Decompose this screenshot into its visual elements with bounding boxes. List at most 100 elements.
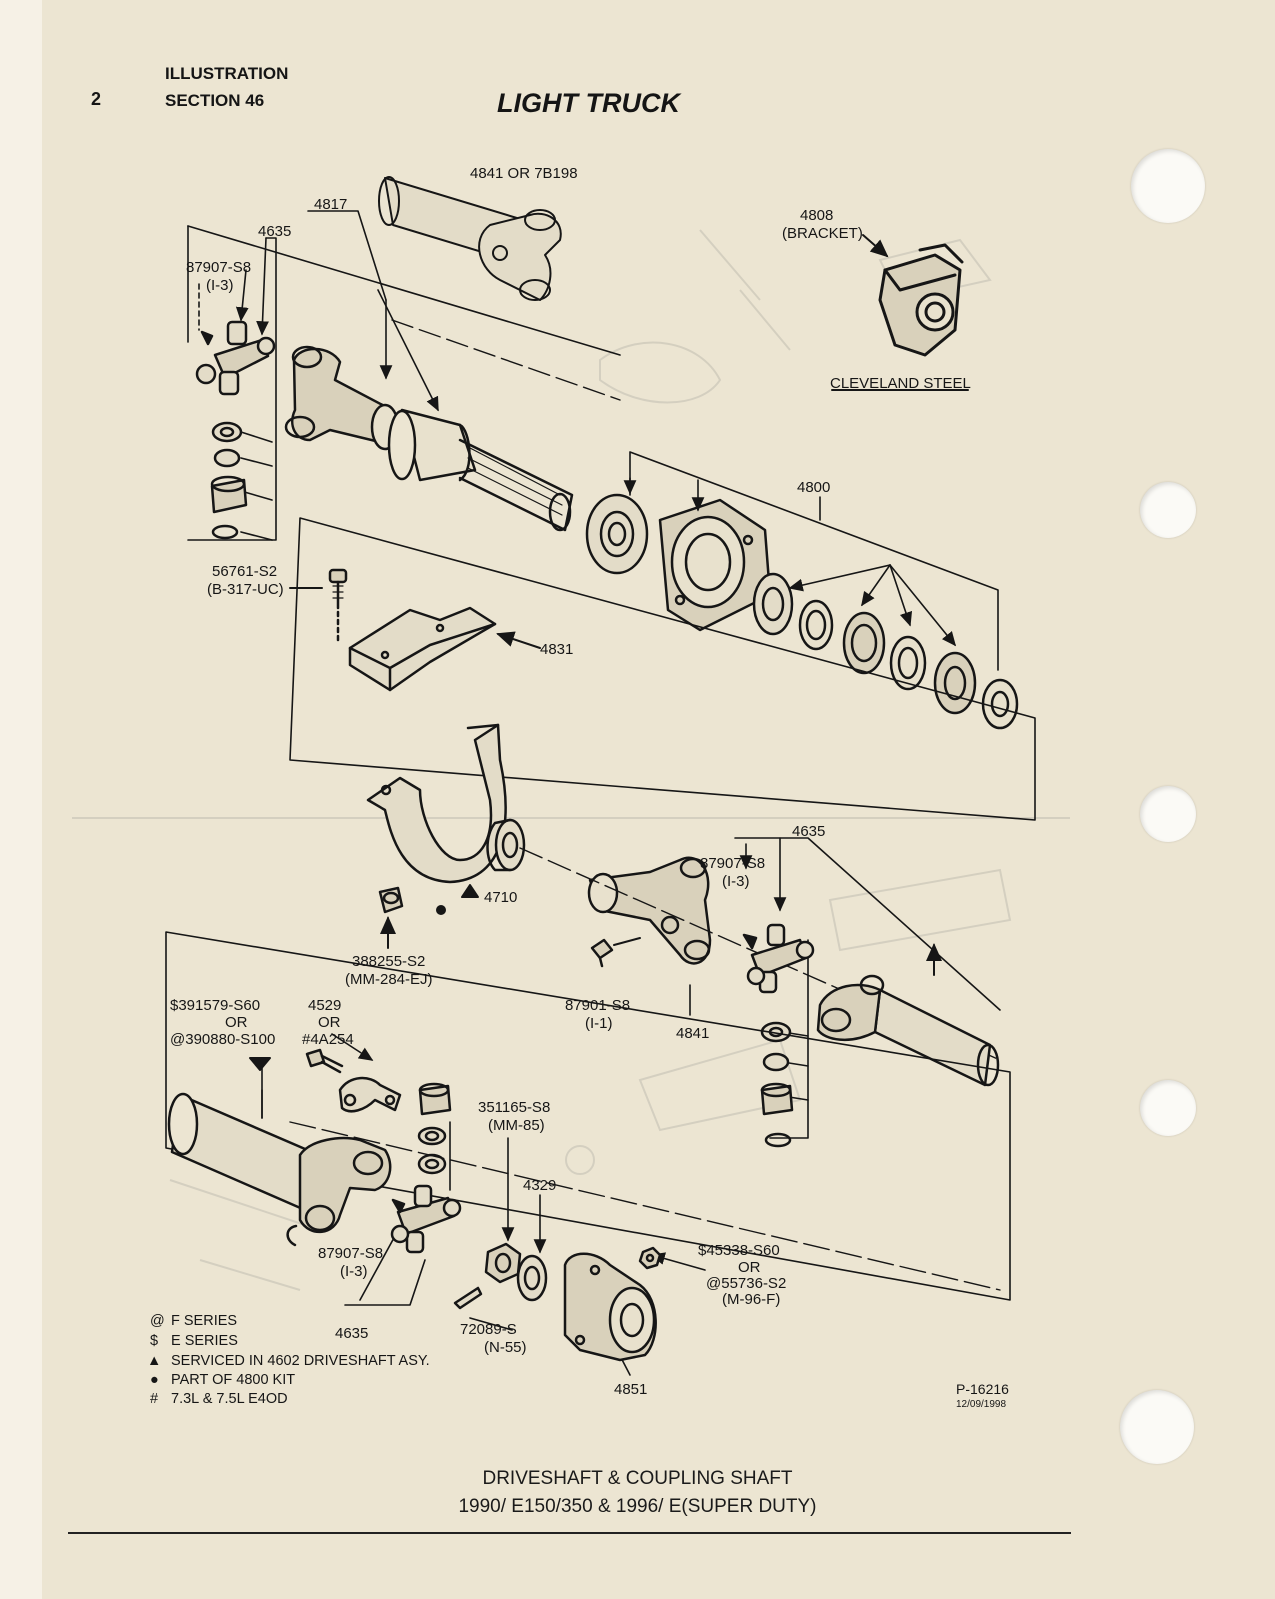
- bearing-4710: [486, 818, 526, 872]
- binder-hole: [1140, 786, 1196, 842]
- label-4800: 4800: [797, 479, 830, 496]
- serviced-marker: [249, 1057, 271, 1071]
- section-number: SECTION 46: [165, 91, 265, 110]
- u-joint-middle: [742, 923, 815, 994]
- label-4635-mid: 4635: [792, 823, 825, 840]
- legend-text: 7.3L & 7.5L E4OD: [171, 1391, 288, 1407]
- nut-351165: [484, 1242, 522, 1284]
- label-87907-bot-sub: (I-3): [340, 1263, 368, 1280]
- label-351165: 351165-S8: [478, 1099, 550, 1116]
- label-cleveland-steel: CLEVELAND STEEL: [830, 375, 971, 392]
- legend-symbol: $: [150, 1333, 158, 1349]
- leader: [613, 937, 641, 946]
- splined-shaft: [387, 408, 574, 532]
- label-72089: 72089-S: [460, 1321, 517, 1338]
- cotter-pin-72089: [453, 1286, 483, 1310]
- label-87907-bot: 87907-S8: [318, 1245, 383, 1262]
- label-87901-sub: (I-1): [585, 1015, 613, 1032]
- slip-yoke-4841: [478, 209, 562, 301]
- hanger-bracket: [366, 723, 507, 884]
- label-4808-sub: (BRACKET): [782, 225, 863, 242]
- bleed-through: [72, 229, 1070, 1291]
- label-391579: $391579-S60: [170, 997, 260, 1014]
- bottom-rule: [68, 1532, 1071, 1534]
- label-87907-top: 87907-S8: [186, 259, 251, 276]
- label-87907-mid: 87907-S8: [700, 855, 765, 872]
- label-390880: @390880-S100: [170, 1031, 275, 1048]
- binder-hole: [1140, 1080, 1196, 1136]
- support-bracket-4831: [348, 606, 497, 692]
- callout-lines-top-left: [187, 210, 621, 541]
- label-4529: 4529: [308, 997, 341, 1014]
- label-45338: $45338-S60: [698, 1242, 780, 1259]
- page-title: LIGHT TRUCK: [497, 88, 680, 118]
- bracket-4808: [878, 243, 964, 357]
- u-joint-top: [195, 320, 276, 396]
- bearing-stack-mid: [760, 1021, 794, 1148]
- caption-line-1: DRIVESHAFT & COUPLING SHAFT: [482, 1468, 793, 1489]
- binder-hole: [1131, 149, 1205, 223]
- label-4841-mid: 4841: [676, 1025, 709, 1042]
- legend-text: PART OF 4800 KIT: [171, 1372, 295, 1388]
- figure-id: P-16216: [956, 1381, 1009, 1397]
- assembly-axis: [289, 1121, 1001, 1291]
- label-45338-or: OR: [738, 1259, 761, 1276]
- label-4808: 4808: [800, 207, 833, 224]
- bolt-56761: [328, 568, 348, 642]
- legend-symbol: ▲: [147, 1353, 161, 1369]
- yoke-4841-middle: [587, 856, 712, 965]
- bearing-stack-top: [210, 421, 248, 540]
- label-4710: 4710: [484, 889, 517, 906]
- binder-hole: [1120, 1390, 1194, 1464]
- label-388255-sub: (MM-284-EJ): [345, 971, 433, 988]
- bolt-391579: [305, 1048, 344, 1074]
- driveshaft-tube-rear: [816, 974, 1000, 1087]
- page-edge: [0, 0, 42, 1599]
- callout-lines-bottom: [165, 931, 1011, 1376]
- slip-yoke-sleeve: [284, 345, 400, 451]
- label-391579-or: OR: [225, 1014, 248, 1031]
- figure-date: 12/09/1998: [956, 1399, 1006, 1410]
- label-4817: 4817: [314, 196, 347, 213]
- nut-45338: [638, 1246, 662, 1270]
- nut-388255: [378, 886, 404, 914]
- label-56761: 56761-S2: [212, 563, 277, 580]
- legend-text: F SERIES: [171, 1313, 237, 1329]
- legend-symbol: ●: [150, 1372, 159, 1388]
- caption-line-2: 1990/ E150/350 & 1996/ E(SUPER DUTY): [458, 1496, 817, 1517]
- washer-4329: [516, 1254, 548, 1302]
- label-4329: 4329: [523, 1177, 556, 1194]
- label-87907-top-sub: (I-3): [206, 277, 234, 294]
- label-87901: 87901-S8: [565, 997, 630, 1014]
- serviced-marker: [461, 884, 479, 898]
- binder-hole: [1140, 482, 1196, 538]
- legend-symbol: @: [150, 1313, 165, 1329]
- legend-text: E SERIES: [171, 1333, 238, 1349]
- label-4841-or-7b198: 4841 OR 7B198: [470, 165, 578, 182]
- part-labels: 4841 OR 7B198 4817 4635 87907-S8 (I-3) 4…: [170, 165, 971, 1398]
- label-72089-sub: (N-55): [484, 1339, 527, 1356]
- grease-fitting-87901: [590, 938, 614, 968]
- leader: [862, 234, 889, 258]
- snap-ring: [286, 1224, 298, 1247]
- label-351165-sub: (MM-85): [488, 1117, 545, 1134]
- label-4529-or: OR: [318, 1014, 341, 1031]
- legend-text: SERVICED IN 4602 DRIVESHAFT ASY.: [171, 1353, 430, 1369]
- label-388255: 388255-S2: [352, 953, 425, 970]
- center-bearing-kit-4800: [585, 493, 1019, 730]
- label-55736-sub: (M-96-F): [722, 1291, 780, 1308]
- leader: [496, 631, 541, 649]
- legend: @ F SERIES $ E SERIES ▲ SERVICED IN 4602…: [147, 1313, 430, 1407]
- kit-dot: [436, 905, 446, 915]
- label-4831: 4831: [540, 641, 573, 658]
- u-joint-bottom: [390, 1184, 462, 1254]
- label-55736: @55736-S2: [706, 1275, 786, 1292]
- label-56761-sub: (B-317-UC): [207, 581, 284, 598]
- label-4635-bot: 4635: [335, 1325, 368, 1342]
- label-87907-mid-sub: (I-3): [722, 873, 750, 890]
- section-label: ILLUSTRATION: [165, 64, 289, 83]
- driveshaft-tube-front: [167, 1092, 314, 1212]
- label-4635-top: 4635: [258, 223, 291, 240]
